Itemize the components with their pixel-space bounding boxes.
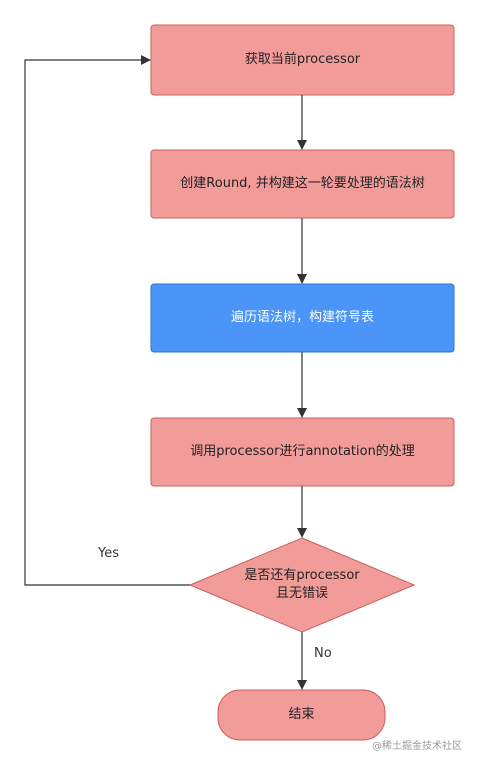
label-create-round: 创建Round, 并构建这一轮要处理的语法树 bbox=[180, 176, 425, 191]
label-get-processor: 获取当前processor bbox=[244, 52, 361, 67]
label-decision-line2: 且无错误 bbox=[275, 586, 328, 601]
label-decision-line1: 是否还有processor bbox=[244, 568, 360, 583]
watermark: @稀土掘金技术社区 bbox=[372, 741, 462, 752]
end-terminal bbox=[217, 689, 386, 741]
label-end: 结束 bbox=[288, 707, 315, 722]
label-invoke-processor: 调用processor进行annotation的处理 bbox=[190, 444, 415, 459]
arrow-yes-loop bbox=[24, 55, 190, 586]
label-decision: 是否还有processor 且无错误 bbox=[220, 565, 384, 605]
edge-label-no: No bbox=[314, 646, 332, 661]
edge-label-yes: Yes bbox=[98, 546, 119, 561]
label-traverse-tree: 遍历语法树，构建符号表 bbox=[230, 310, 374, 325]
